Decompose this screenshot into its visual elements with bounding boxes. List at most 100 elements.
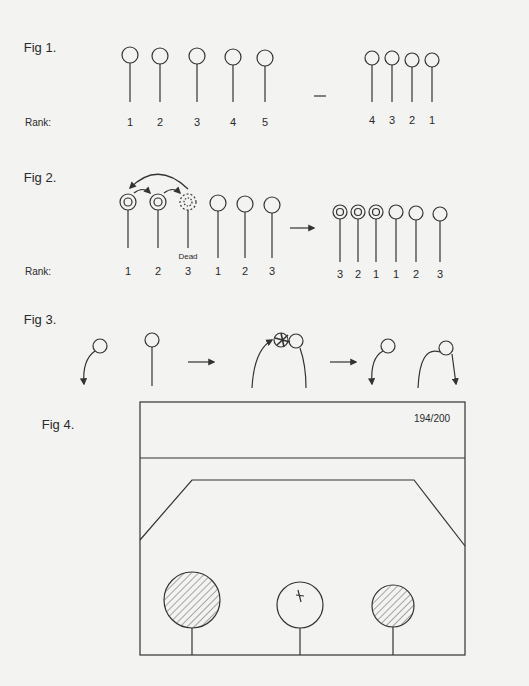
stick-figure-group — [120, 194, 280, 258]
figure-head — [389, 205, 403, 219]
stick-figure-group — [365, 51, 439, 102]
rank-caption: Rank: — [25, 266, 51, 277]
figure-head — [433, 207, 447, 221]
rank-number: 2 — [409, 114, 415, 126]
bent-figure-stem — [418, 351, 440, 388]
figure-head — [120, 194, 136, 210]
screen-frame — [140, 402, 465, 655]
figure-head — [150, 194, 166, 210]
figure-head — [409, 206, 423, 220]
figure-stem — [299, 628, 300, 655]
figure-stem — [392, 627, 393, 655]
status-note: Dead — [178, 253, 197, 262]
figure-stem — [232, 65, 233, 102]
rank-number: 3 — [389, 114, 395, 126]
figure-head — [237, 196, 253, 212]
figure-head — [225, 49, 241, 65]
figure-stem — [300, 348, 306, 388]
rank-number: 1 — [125, 265, 131, 277]
rank-number: 2 — [413, 268, 419, 280]
figure-head — [145, 333, 159, 347]
lane-outline — [140, 480, 465, 546]
figure-stem — [151, 347, 152, 386]
figure-stem — [375, 219, 376, 262]
figure-head — [333, 205, 347, 219]
swap-arrow — [164, 190, 180, 194]
hatched-figure-head — [164, 572, 220, 628]
rank-number: 5 — [262, 116, 268, 128]
transition-arrow — [330, 361, 356, 362]
rank-caption: Rank: — [25, 117, 51, 128]
figure-stem — [244, 212, 245, 258]
rank-number: 3 — [185, 265, 191, 277]
rank-number: 3 — [437, 268, 443, 280]
figure-head — [365, 51, 379, 65]
figure-head — [425, 53, 439, 67]
figure-stem — [129, 63, 130, 102]
figure-stem — [357, 219, 358, 262]
figure-head — [93, 339, 107, 353]
rank-number: 1 — [429, 114, 435, 126]
figure-head — [289, 334, 303, 348]
hatched-figure-head — [372, 585, 414, 627]
figure-title: Fig 3. — [24, 313, 57, 327]
head-marker — [124, 198, 132, 206]
figure-stem — [439, 221, 440, 262]
figure-head — [385, 51, 399, 65]
dead-figure-head — [180, 194, 196, 210]
rank-number: 3 — [337, 268, 343, 280]
rank-number: 4 — [369, 114, 375, 126]
horizon-line — [140, 457, 465, 458]
figure-stem — [411, 67, 412, 102]
figure-stem — [415, 220, 416, 262]
head-marker — [373, 209, 380, 216]
figure-stem — [371, 65, 372, 102]
figure-head — [257, 50, 273, 66]
bent-figure-stem — [372, 351, 383, 384]
bent-figure-stem — [252, 340, 272, 388]
rank-number: 1 — [373, 268, 379, 280]
figure-stem — [127, 210, 128, 248]
rank-number: 2 — [155, 265, 161, 277]
head-mark — [296, 590, 304, 602]
transition-dash — [314, 95, 326, 96]
bent-figure-stem — [84, 351, 95, 384]
game-screen — [140, 402, 465, 655]
rank-number: 1 — [393, 268, 399, 280]
figure-title: Fig 4. — [42, 418, 75, 432]
head-marker — [355, 209, 362, 216]
figure-head — [189, 48, 205, 64]
figure-head — [405, 53, 419, 67]
figure-stem — [271, 213, 272, 258]
figure-title: Fig 2. — [24, 171, 57, 185]
figure-stem — [339, 219, 340, 262]
fall-arrow — [452, 354, 456, 384]
figure-stem — [187, 210, 188, 248]
figure-head — [351, 205, 365, 219]
rank-number: 3 — [269, 265, 275, 277]
head-marker — [337, 209, 344, 216]
figure-head — [277, 582, 323, 628]
stick-figure-group — [333, 205, 447, 262]
figure-stem — [391, 65, 392, 102]
figure-head — [369, 205, 383, 219]
figure-stem — [217, 211, 218, 258]
rank-number: 1 — [127, 116, 133, 128]
figure-stem — [264, 66, 265, 102]
rank-number: 2 — [242, 265, 248, 277]
head-marker — [154, 198, 162, 206]
head-marker — [184, 198, 192, 206]
figure-stem — [159, 64, 160, 102]
figure-head — [210, 195, 226, 211]
rank-number: 2 — [355, 268, 361, 280]
figure-head — [439, 341, 453, 355]
rank-number: 3 — [194, 116, 200, 128]
score-counter: 194/200 — [414, 413, 450, 424]
figure-stem — [196, 64, 197, 102]
swap-arrow — [134, 190, 150, 194]
stick-figure-group — [122, 47, 273, 102]
figure-head — [152, 48, 168, 64]
figure-title: Fig 1. — [24, 41, 57, 55]
figure-head — [381, 339, 395, 353]
